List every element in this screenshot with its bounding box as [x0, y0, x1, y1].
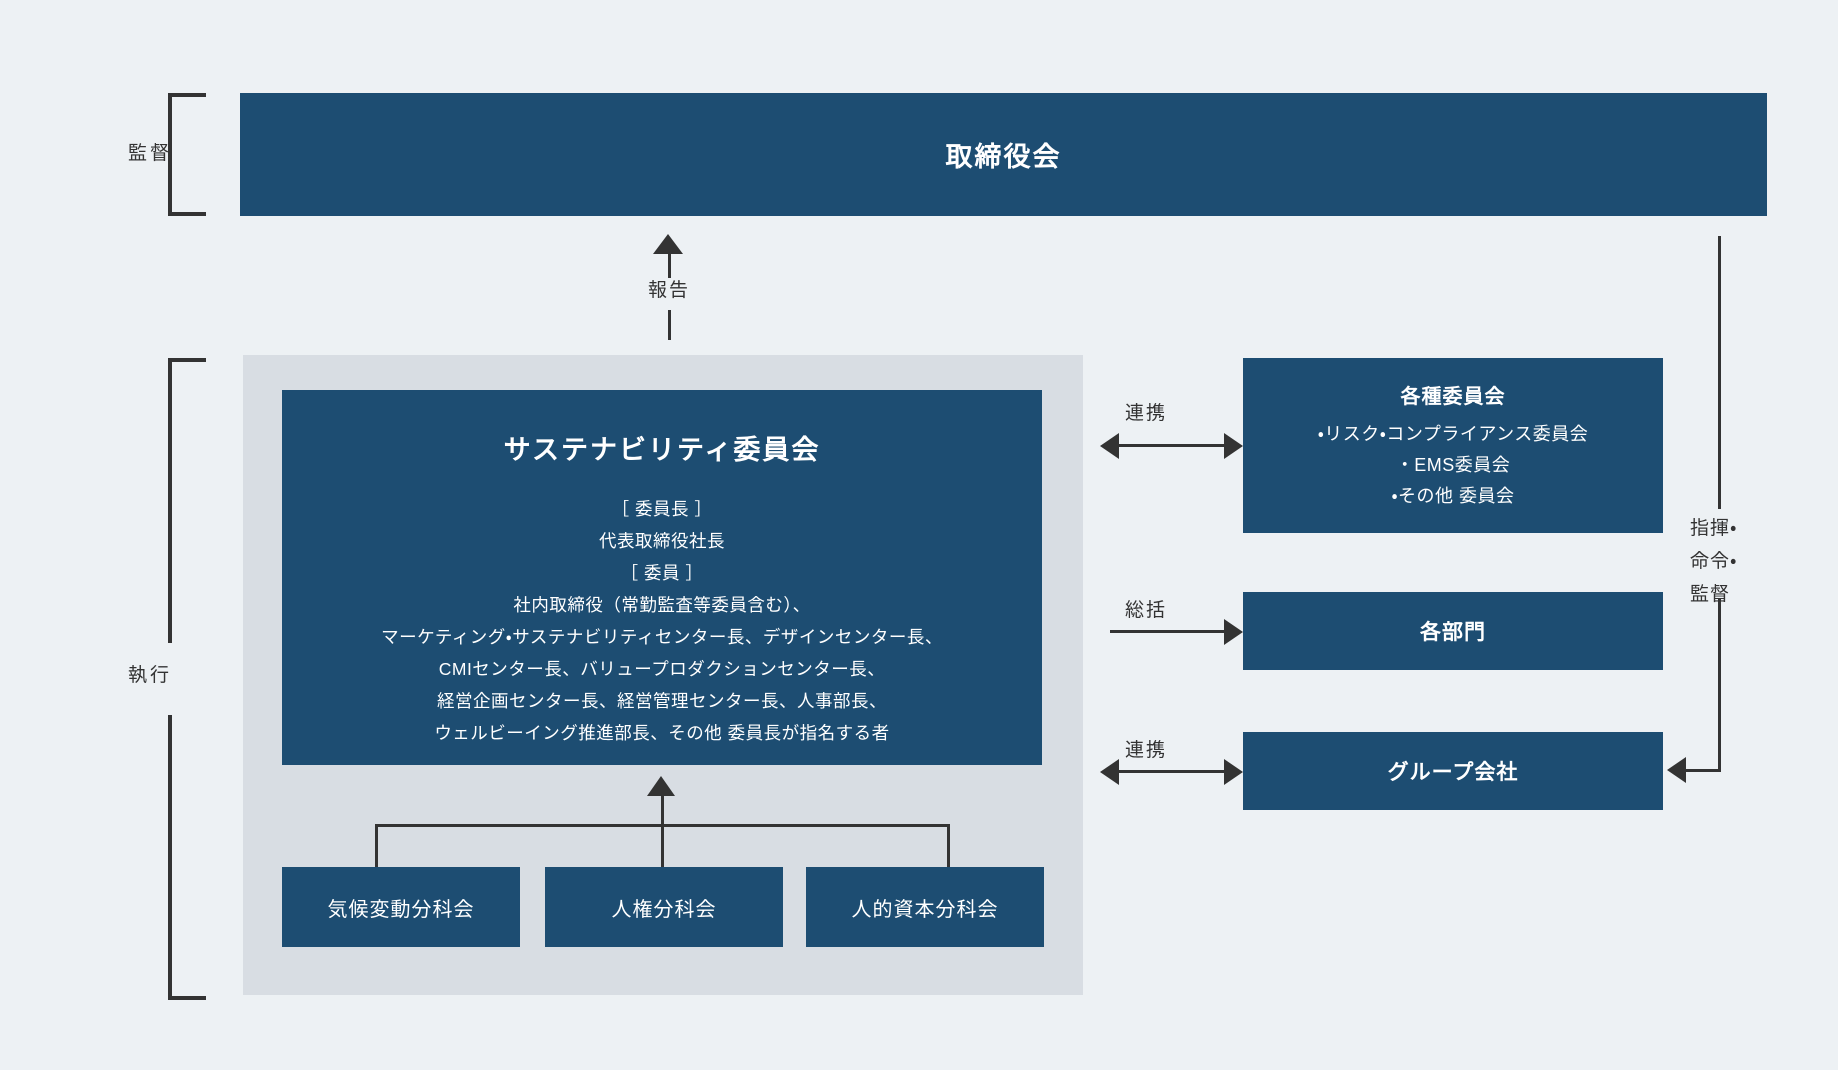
- group-arrow-head-left: [1100, 759, 1119, 785]
- command-line-3: 監督: [1690, 584, 1731, 605]
- bracket-spine-lower: [168, 715, 172, 1000]
- board-of-directors-title: 取締役会: [945, 142, 1062, 172]
- subcommittee-drop-right: [947, 824, 950, 869]
- command-line-1: 指揮・: [1690, 518, 1738, 539]
- execution-label: 執行: [127, 665, 172, 686]
- group-arrow-head-right: [1224, 759, 1243, 785]
- bracket-spine-upper: [168, 358, 172, 643]
- sustainability-committee-box: サステナビリティ委員会 ［ 委員長 ］ 代表取締役社長 ［ 委員 ］ 社内取締役…: [282, 390, 1042, 765]
- committee-member-line: 経営企画センター長、経営管理センター長、人事部長、: [437, 691, 887, 711]
- committee-list-item: ・EMS委員会: [1395, 455, 1511, 475]
- committee-list-item: ・リスク・コンプライアンス委員会: [1317, 424, 1589, 444]
- committee-member-line: CMIセンター長、バリュープロダクションセンター長、: [438, 659, 886, 679]
- subcommittee-label: 人的資本分科会: [851, 898, 999, 921]
- group-arrow-shaft: [1118, 770, 1228, 773]
- various-committees-title: 各種委員会: [1400, 386, 1506, 408]
- various-committees-box: 各種委員会 ・リスク・コンプライアンス委員会 ・EMS委員会 ・その他 委員会: [1243, 358, 1663, 533]
- bracket-spine: [168, 93, 172, 216]
- command-path-vertical-upper: [1718, 236, 1721, 509]
- subcommittee-box-climate: 気候変動分科会: [282, 867, 520, 947]
- committees-arrow-head-left: [1100, 433, 1119, 459]
- subcommittee-trunk-horizontal: [375, 824, 950, 827]
- command-path-arrow-head: [1667, 757, 1686, 783]
- bracket-top-arm: [168, 93, 206, 97]
- committees-connector-label: 連携: [1124, 403, 1167, 424]
- subcommittee-arrow-head: [647, 776, 675, 796]
- bracket-bottom-arm: [168, 996, 206, 1000]
- committee-member-line: 社内取締役（常勤監査等委員含む）、: [513, 595, 811, 615]
- committee-member-line: 代表取締役社長: [599, 531, 725, 551]
- report-arrow-shaft-upper: [668, 243, 671, 278]
- execution-bracket: [168, 358, 210, 1000]
- subcommittee-label: 気候変動分科会: [327, 898, 475, 921]
- group-companies-title: グループ会社: [1387, 761, 1519, 784]
- committee-member-line: ［ 委員 ］: [620, 563, 704, 583]
- committees-arrow-head-right: [1224, 433, 1243, 459]
- command-supervision-label: 指揮・ 命令・ 監督: [1690, 512, 1780, 611]
- departments-title: 各部門: [1420, 621, 1486, 644]
- committee-member-line: マーケティング・サステナビリティセンター長、デザインセンター長、: [381, 627, 943, 647]
- committee-list-item: ・その他 委員会: [1391, 486, 1515, 506]
- command-path-vertical-lower: [1718, 598, 1721, 772]
- report-label: 報告: [647, 280, 690, 301]
- subcommittee-label: 人権分科会: [611, 898, 717, 921]
- bracket-bottom-arm: [168, 212, 206, 216]
- committee-member-line: ウェルビーイング推進部長、その他 委員長が指名する者: [434, 723, 890, 743]
- subcommittee-drop-left: [375, 824, 378, 869]
- supervision-label: 監督: [127, 143, 172, 164]
- board-of-directors-box: 取締役会: [240, 93, 1767, 216]
- report-arrow-shaft-lower: [668, 310, 671, 340]
- departments-connector-label: 総括: [1124, 600, 1167, 621]
- sustainability-committee-title: サステナビリティ委員会: [503, 435, 821, 465]
- committees-arrow-shaft: [1118, 444, 1228, 447]
- group-companies-box: グループ会社: [1243, 732, 1663, 810]
- bracket-top-arm: [168, 358, 206, 362]
- subcommittee-box-human-rights: 人権分科会: [545, 867, 783, 947]
- supervision-bracket: [168, 93, 210, 216]
- group-connector-label: 連携: [1124, 740, 1167, 761]
- command-path-horizontal: [1684, 769, 1721, 772]
- command-line-2: 命令・: [1690, 551, 1738, 572]
- committee-member-line: ［ 委員長 ］: [611, 499, 713, 519]
- departments-arrow-head: [1224, 619, 1243, 645]
- subcommittee-box-human-capital: 人的資本分科会: [806, 867, 1044, 947]
- departments-arrow-shaft: [1110, 630, 1228, 633]
- departments-box: 各部門: [1243, 592, 1663, 670]
- subcommittee-trunk-vertical: [661, 792, 664, 867]
